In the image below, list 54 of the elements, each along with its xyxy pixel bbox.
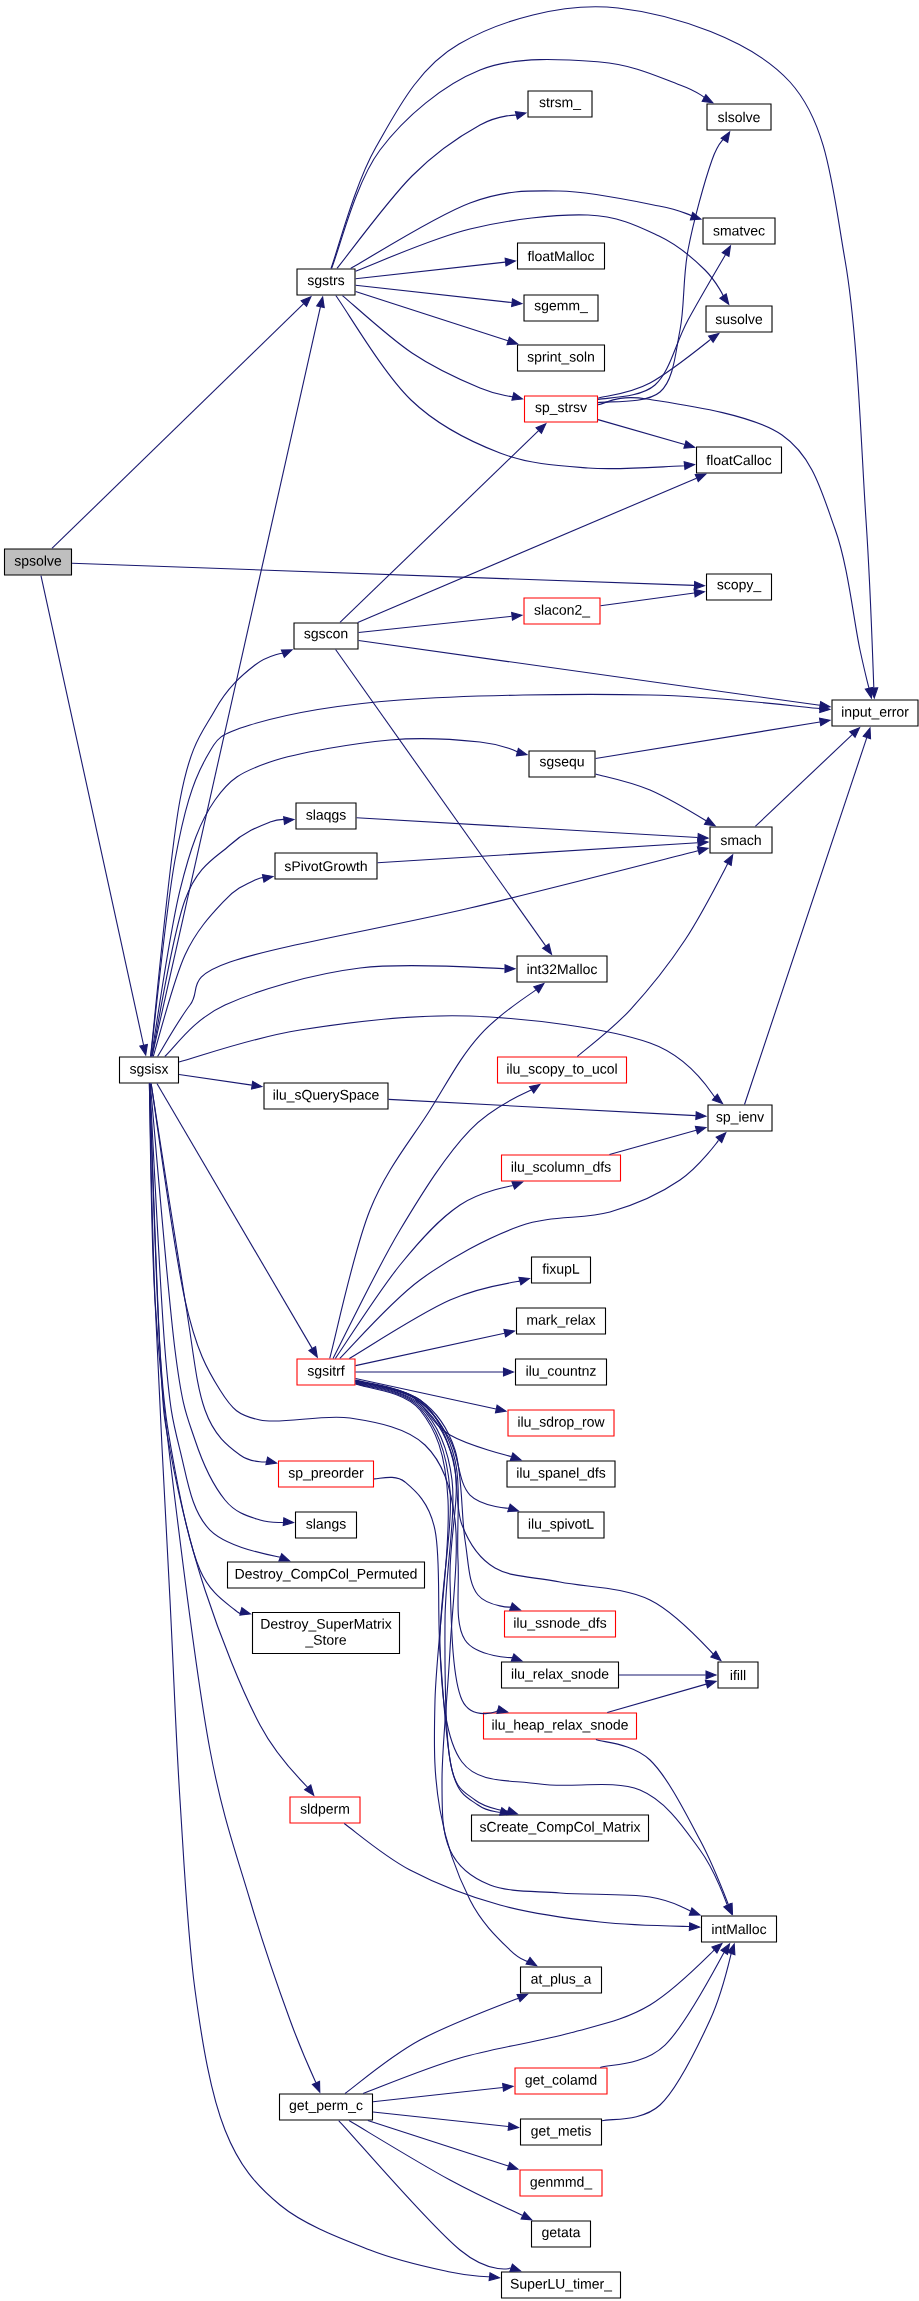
function-box: slaqgs [295, 802, 357, 830]
function-box: get_colamd [514, 2067, 608, 2095]
function-box: slsolve [706, 103, 772, 131]
function-box: sgstrs [296, 268, 356, 296]
function-box: sprint_soln [516, 344, 606, 372]
function-box: sgscon [293, 622, 359, 650]
function-box: getata [530, 2220, 592, 2248]
function-box: int32Malloc [516, 955, 608, 983]
function-box: sp_strsv [523, 395, 599, 423]
function-box: fixupL [530, 1256, 592, 1284]
function-box: ilu_spivotL [517, 1511, 605, 1539]
arrow [334, 1181, 524, 1359]
arrow [338, 2120, 522, 2272]
function-box: sldperm [289, 1796, 361, 1824]
function-box: ilu_heap_relax_snode [482, 1712, 638, 1740]
function-box: sPivotGrowth [274, 852, 378, 880]
function-box: sCreate_CompCol_Matrix [470, 1814, 650, 1842]
function-box: mark_relax [515, 1307, 607, 1335]
function-box: SuperLU_timer_ [500, 2271, 622, 2299]
function-box: sp_ienv [707, 1104, 773, 1132]
function-box: genmmd_ [519, 2169, 603, 2197]
function-box: strsm_ [527, 90, 593, 118]
function-box: ilu_countnz [514, 1358, 608, 1386]
function-box: sgemm_ [523, 294, 599, 322]
arrow [355, 1383, 538, 1967]
function-box: sgsitrf [296, 1358, 356, 1386]
function-box: susolve [705, 305, 773, 333]
function-box: sp_preorder [277, 1460, 375, 1488]
function-box: ifill [717, 1661, 759, 1689]
function-box: slacon2_ [523, 597, 601, 625]
function-box: ilu_spanel_dfs [506, 1460, 616, 1488]
function-box: floatMalloc [516, 242, 606, 270]
function-box: sgsequ [528, 750, 596, 778]
function-box: slangs [294, 1511, 358, 1539]
function-box: floatCalloc [695, 446, 783, 474]
arrow [355, 1381, 509, 1715]
function-box: at_plus_a [519, 1966, 603, 1994]
function-box: get_perm_c [278, 2093, 374, 2121]
function-box: Destroy_CompCol_Permuted [226, 1561, 426, 1589]
function-box: spsolve [3, 548, 73, 576]
function-box: ilu_scolumn_dfs [500, 1154, 622, 1182]
function-box: ilu_scopy_to_ucol [496, 1056, 628, 1084]
function-box: ilu_ssnode_dfs [503, 1610, 617, 1638]
function-box: scopy_ [705, 573, 773, 601]
function-box: get_metis [519, 2118, 603, 2146]
function-box: ilu_relax_snode [500, 1661, 620, 1689]
function-box: input_error [831, 699, 919, 727]
function-box: sgsisx [118, 1056, 180, 1084]
function-box: smatvec [702, 217, 776, 245]
function-box: Destroy_SuperMatrix _Store [251, 1611, 401, 1655]
function-box: ilu_sQuerySpace [263, 1082, 389, 1110]
function-box: smach [709, 826, 773, 854]
function-box: intMalloc [700, 1915, 778, 1943]
function-box: ilu_sdrop_row [507, 1409, 615, 1437]
